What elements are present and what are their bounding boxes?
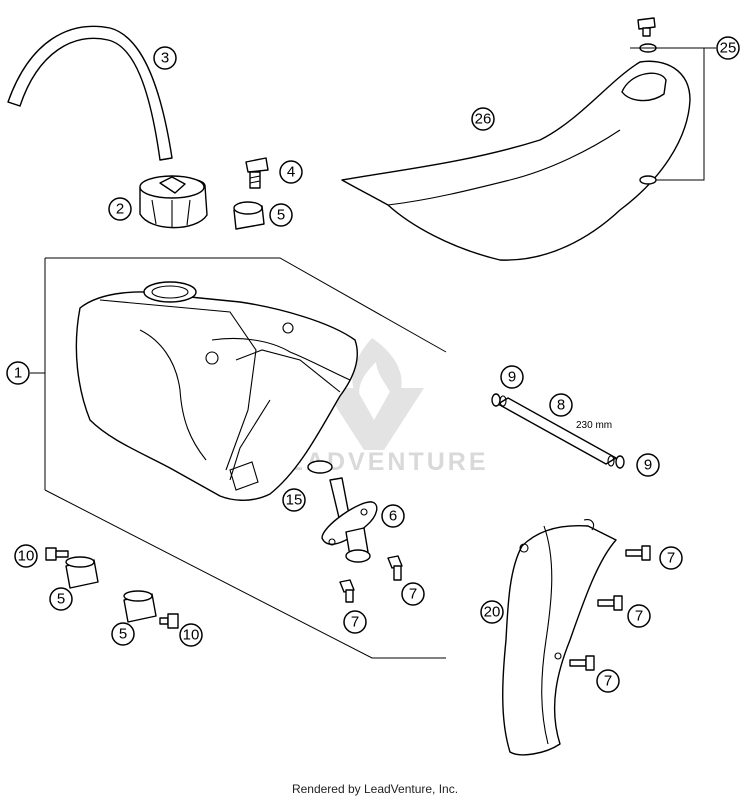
callout-25: 25 xyxy=(716,36,740,60)
fuel-cap xyxy=(139,175,208,229)
svg-text:4: 4 xyxy=(287,164,295,181)
screw-7-a xyxy=(387,555,403,581)
callout-9-b: 9 xyxy=(636,453,660,477)
svg-text:7: 7 xyxy=(409,586,417,603)
watermark-v-icon xyxy=(324,388,424,450)
svg-text:7: 7 xyxy=(351,614,359,631)
svg-text:7: 7 xyxy=(635,608,643,625)
hose-length-label: 230 mm xyxy=(576,420,612,431)
footer-credit: Rendered by LeadVenture, Inc. xyxy=(291,782,459,796)
bushing-5-right xyxy=(123,590,157,623)
bushing-5-left xyxy=(65,556,99,589)
svg-text:9: 9 xyxy=(644,457,652,474)
screw-7-b xyxy=(339,579,355,603)
svg-text:5: 5 xyxy=(57,591,65,608)
callout-10-left: 10 xyxy=(14,544,38,568)
screw-10-right xyxy=(159,613,179,629)
screw-4 xyxy=(245,157,269,189)
svg-text:3: 3 xyxy=(161,50,169,67)
callout-7-e: 7 xyxy=(596,669,620,693)
callout-15: 15 xyxy=(282,488,306,512)
callout-7-c: 7 xyxy=(659,546,683,570)
tank-spoiler xyxy=(502,519,617,756)
callout-8: 8 xyxy=(549,393,573,417)
watermark-flame-icon xyxy=(352,338,402,404)
breather-hose xyxy=(7,25,173,161)
svg-text:7: 7 xyxy=(604,673,612,690)
callout-7-d: 7 xyxy=(627,604,651,628)
leader-lines xyxy=(630,47,716,181)
callout-7-b: 7 xyxy=(343,610,367,634)
svg-text:10: 10 xyxy=(183,627,200,644)
svg-text:8: 8 xyxy=(557,397,565,414)
vent-hose xyxy=(497,395,617,467)
svg-text:26: 26 xyxy=(475,111,492,128)
hose-clamp-9-a xyxy=(491,393,501,407)
screw-7-d xyxy=(597,595,623,611)
svg-text:10: 10 xyxy=(18,548,35,565)
callout-20: 20 xyxy=(480,600,504,624)
svg-text:25: 25 xyxy=(720,40,737,57)
seat xyxy=(341,43,691,261)
callout-4: 4 xyxy=(279,160,303,184)
svg-text:15: 15 xyxy=(286,492,303,509)
bushing-5-upper xyxy=(233,201,265,230)
svg-text:2: 2 xyxy=(116,201,124,218)
callout-3: 3 xyxy=(153,46,177,70)
svg-text:5: 5 xyxy=(119,626,127,643)
fuel-filter xyxy=(307,460,333,474)
svg-text:9: 9 xyxy=(508,369,516,386)
fuel-tap xyxy=(321,477,378,563)
screw-7-e xyxy=(569,655,595,671)
svg-text:20: 20 xyxy=(484,604,501,621)
seat-screw-25 xyxy=(637,17,656,37)
svg-text:1: 1 xyxy=(14,365,22,382)
svg-text:6: 6 xyxy=(389,508,397,525)
callout-9-a: 9 xyxy=(500,365,524,389)
callout-10-right: 10 xyxy=(179,623,203,647)
callout-7-a: 7 xyxy=(401,582,425,606)
callout-5-right: 5 xyxy=(111,622,135,646)
callout-6: 6 xyxy=(381,504,405,528)
svg-text:5: 5 xyxy=(277,207,285,224)
screw-10-left xyxy=(45,547,69,561)
callout-1: 1 xyxy=(6,361,30,385)
fuel-tank xyxy=(30,257,447,659)
callout-26: 26 xyxy=(471,107,495,131)
screw-7-c xyxy=(625,545,651,561)
svg-text:7: 7 xyxy=(667,550,675,567)
callout-5-left: 5 xyxy=(49,587,73,611)
callout-5-upper: 5 xyxy=(269,203,293,227)
hose-clamp-9-b xyxy=(615,455,625,469)
callout-2: 2 xyxy=(108,197,132,221)
